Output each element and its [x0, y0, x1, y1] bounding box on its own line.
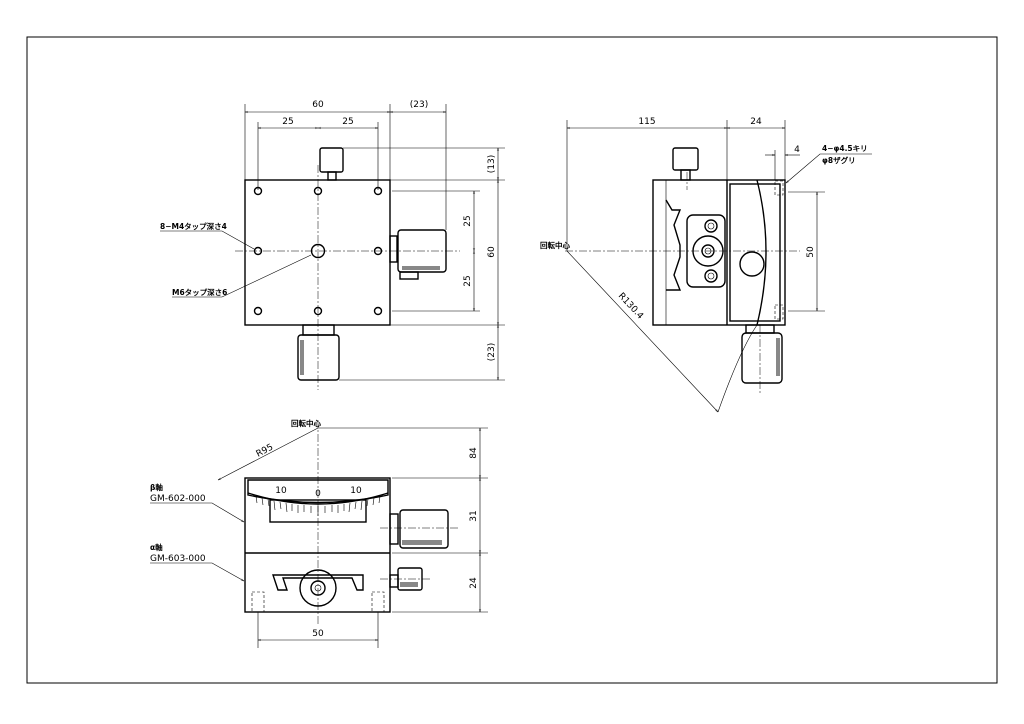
- note-holes-line1: 4−φ4.5キリ: [822, 144, 868, 153]
- right-knob: [389, 229, 447, 280]
- dim-r95: R95: [255, 443, 275, 460]
- dim-r130-4: R130.4: [616, 291, 645, 321]
- dim-60: 60: [312, 100, 324, 110]
- note-beta-axis: β軸: [150, 482, 163, 492]
- drawing-frame: [26, 36, 998, 684]
- dim-23-bottom: (23): [487, 343, 497, 361]
- dim-60-height: 60: [487, 246, 497, 258]
- side-bottom-knob: [741, 324, 783, 384]
- dim-13-top: (13): [487, 155, 497, 173]
- note-holes-line2: φ8ザグリ: [822, 155, 856, 165]
- dim-25-left: 25: [282, 117, 293, 127]
- note-rotation-center-side: 回転中心: [540, 240, 570, 250]
- top-knob: [319, 147, 344, 181]
- side-view: 115 24 4 50 R130.4 回転中心 4−φ4.5キリ φ8ザグリ: [540, 117, 872, 413]
- angle-scale-ticks: [255, 495, 381, 516]
- bottom-knob: [297, 324, 340, 381]
- dim-50-side: 50: [806, 246, 816, 258]
- dim-50-front: 50: [312, 629, 324, 639]
- dim-25-right: 25: [342, 117, 353, 127]
- stage-plate: [244, 179, 391, 326]
- top-view: 60 (23) 25 25 (13) 60 (23) 25 25 8−M4タップ…: [160, 100, 505, 390]
- dim-115: 115: [638, 117, 655, 127]
- dim-23-right: (23): [410, 100, 428, 110]
- dim-31: 31: [469, 510, 479, 521]
- scale-label-right: 10: [350, 486, 362, 496]
- note-alpha-axis: α軸: [150, 542, 163, 552]
- dim-84: 84: [469, 447, 479, 459]
- beta-knob: [389, 509, 449, 549]
- dim-25-upper: 25: [463, 215, 473, 226]
- note-m6-tap: M6タップ深さ6: [172, 287, 227, 297]
- m4-tap-holes: [253, 186, 383, 316]
- dim-4: 4: [794, 145, 800, 155]
- dim-25-lower: 25: [463, 275, 473, 286]
- note-rotation-center-front: 回転中心: [291, 418, 321, 428]
- front-view: 10 0 10 84 31 24 50 R95 回転中心 β軸 GM-602-0…: [150, 418, 488, 648]
- side-top-knob: [672, 147, 699, 181]
- dim-24-front: 24: [469, 577, 479, 589]
- note-m4-taps: 8−M4タップ深さ4: [160, 221, 227, 231]
- note-alpha-part: GM-603-000: [150, 554, 206, 564]
- scale-label-left: 10: [275, 486, 287, 496]
- dim-24: 24: [750, 117, 762, 127]
- note-beta-part: GM-602-000: [150, 494, 206, 504]
